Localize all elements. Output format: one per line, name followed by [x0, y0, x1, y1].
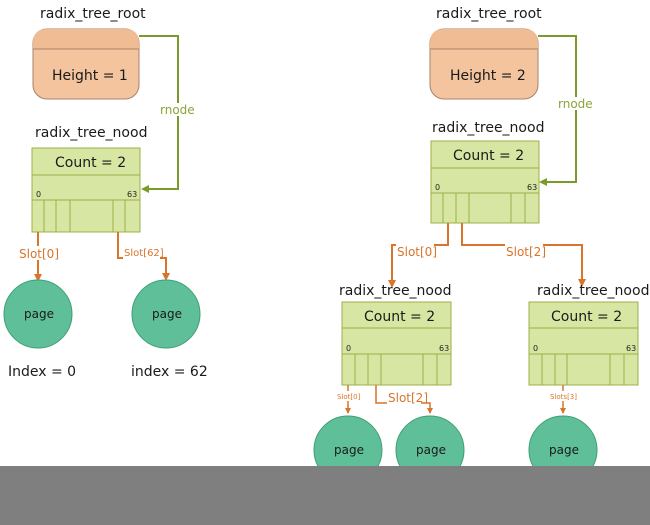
left-root-title: radix_tree_root: [40, 6, 146, 22]
right-tree: radix_tree_root Height = 2 rnode radix_t…: [313, 6, 649, 485]
right-root-label: Height = 2: [450, 68, 526, 84]
left-page-a: page: [3, 279, 73, 349]
right-rnode-label: rnode: [558, 97, 593, 111]
child-b-idx-end: 63: [626, 344, 636, 353]
left-node-title: radix_tree_nood: [35, 125, 147, 141]
right-node-idx-start: 0: [435, 183, 440, 192]
right-root-node: Height = 2: [429, 28, 539, 100]
left-index-a: Index = 0: [8, 364, 76, 380]
left-slot62-label: Slot[62]: [124, 248, 164, 259]
left-slot0-label: Slot[0]: [19, 247, 59, 261]
right-node: Count = 2 0 63: [430, 140, 540, 224]
left-rnode-label: rnode: [160, 103, 195, 117]
left-node: Count = 2 0 63: [31, 147, 141, 233]
child-b-slot-label: Slots[3]: [550, 393, 577, 401]
left-node-idx-start: 0: [36, 190, 41, 199]
left-tree: radix_tree_root Height = 1 rnode radix_t…: [3, 6, 208, 380]
child-b-count: Count = 2: [551, 309, 622, 325]
right-slot2-label: Slot[2]: [506, 245, 546, 259]
right-node-idx-end: 63: [527, 183, 537, 192]
left-page-a-label: page: [24, 307, 54, 321]
child-b-idx-start: 0: [533, 344, 538, 353]
left-page-b-label: page: [152, 307, 182, 321]
right-node-count: Count = 2: [453, 148, 524, 164]
right-slot0-label: Slot[0]: [397, 245, 437, 259]
child-a-page-b-label: page: [416, 443, 446, 457]
left-page-b: page: [131, 279, 201, 349]
left-node-count: Count = 2: [55, 155, 126, 171]
child-a-idx-end: 63: [439, 344, 449, 353]
child-a-page-a-label: page: [334, 443, 364, 457]
right-node-title: radix_tree_nood: [432, 120, 544, 136]
child-b-title: radix_tree_nood: [537, 283, 649, 299]
child-b-page-label: page: [549, 443, 579, 457]
footer-bar: [0, 466, 650, 525]
child-a-count: Count = 2: [364, 309, 435, 325]
left-root-node: Height = 1: [32, 28, 140, 100]
left-root-label: Height = 1: [52, 68, 128, 84]
child-a-title: radix_tree_nood: [339, 283, 451, 299]
child-a-idx-start: 0: [346, 344, 351, 353]
right-root-title: radix_tree_root: [436, 6, 542, 22]
left-index-b: index = 62: [131, 364, 208, 380]
child-b-node: Count = 2 0 63: [528, 301, 639, 386]
child-a-slot0-label: Slot[0]: [337, 393, 361, 401]
child-a-slot2-label: Slot[2]: [388, 391, 428, 405]
left-node-idx-end: 63: [127, 190, 137, 199]
child-a-node: Count = 2 0 63: [341, 301, 452, 386]
